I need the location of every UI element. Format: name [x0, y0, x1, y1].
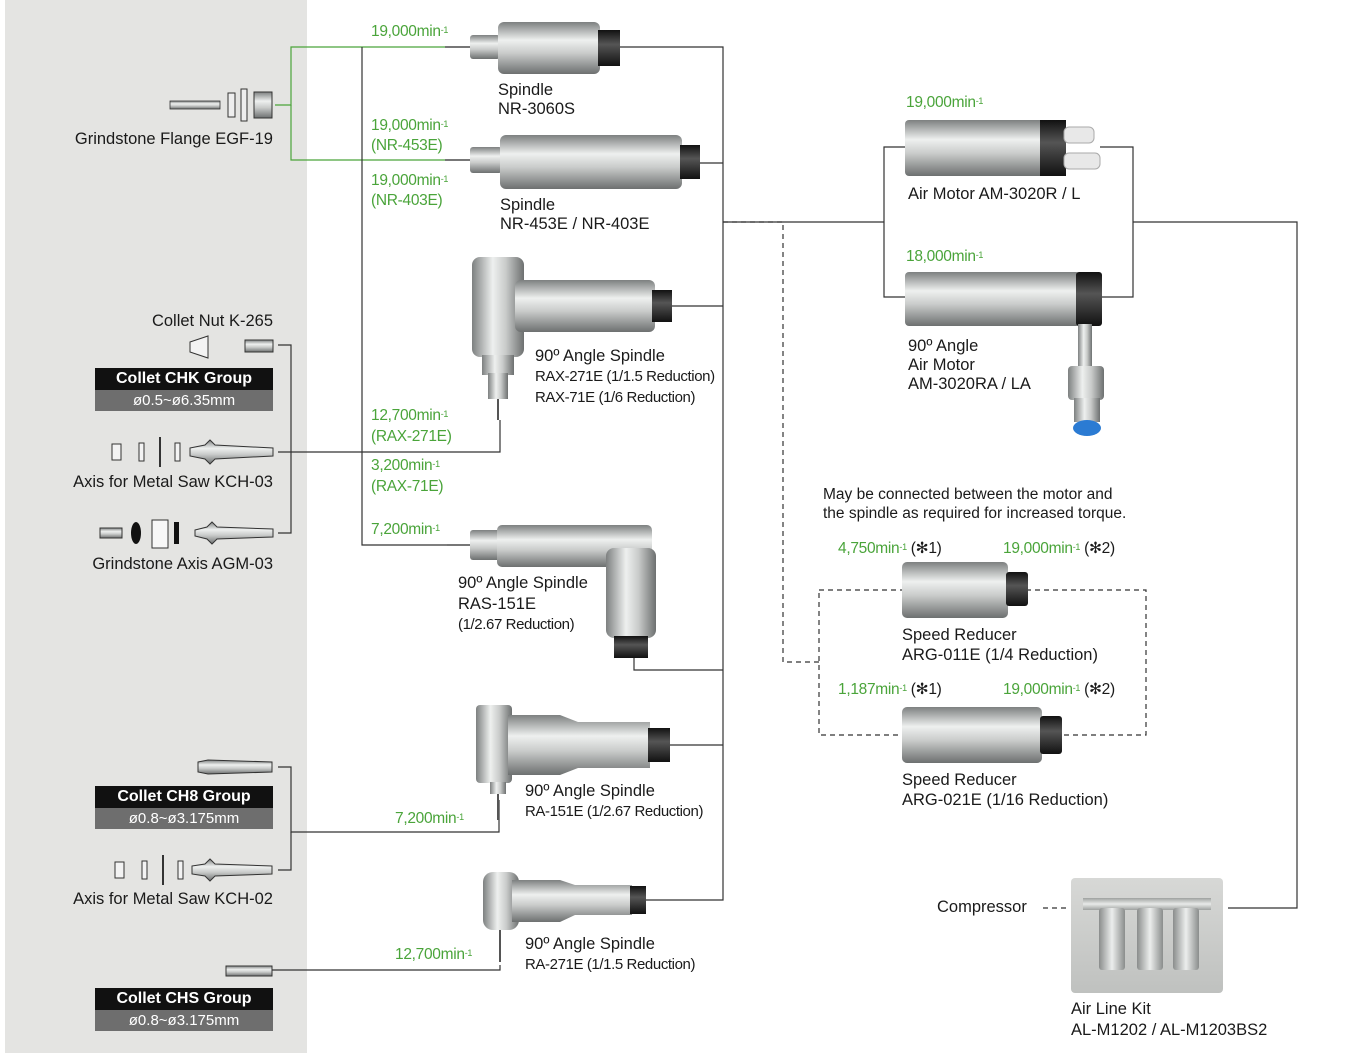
- am3020r-label: Air Motor AM-3020R / L: [908, 185, 1081, 203]
- chs-group-box: Collet CHS Group ø0.8~ø3.175mm: [95, 988, 273, 1031]
- chk-group-range: ø0.5~ø6.35mm: [95, 390, 273, 411]
- kch03-icon: [111, 437, 274, 467]
- speed-reducer-arg011e-image: [902, 562, 1028, 618]
- air-motor-am3020r-image: [905, 120, 1101, 176]
- nr453e-label-line2: NR-453E / NR-403E: [500, 215, 650, 233]
- agm03-icon: [99, 519, 274, 549]
- speed-am3020r: 19,000min-1: [906, 94, 984, 111]
- speed-ra271e: 12,700min-1: [395, 946, 473, 963]
- ra271-label-line1: 90º Angle Spindle: [525, 935, 655, 953]
- chk-group-box: Collet CHK Group ø0.5~ø6.35mm: [95, 368, 273, 411]
- ra271-label-line2: RA-271E (1/1.5 Reduction): [525, 956, 696, 973]
- ra151-label-line1: 90º Angle Spindle: [525, 782, 655, 800]
- ch8-group-range: ø0.8~ø3.175mm: [95, 808, 273, 829]
- collet-nut-label: Collet Nut K-265: [151, 312, 273, 330]
- spindle-rax-image: [472, 257, 672, 420]
- am3020ra-label-line3: AM-3020RA / LA: [908, 375, 1031, 393]
- kch02-label: Axis for Metal Saw KCH-02: [73, 890, 273, 908]
- rax-label-line1: 90º Angle Spindle: [535, 347, 665, 365]
- speed-nr403e-note: (NR-403E): [371, 192, 443, 209]
- nr3060s-label-line1: Spindle: [498, 81, 554, 99]
- spindle-ra151e-image: [476, 705, 670, 820]
- speed-ras151e: 7,200min-1: [371, 521, 440, 538]
- flange-connector: [275, 46, 445, 161]
- ras-label-line3: (1/2.67 Reduction): [458, 616, 575, 633]
- ras-label-line2: RAS-151E: [458, 595, 536, 613]
- spindle-nr3060s-image: [445, 22, 620, 74]
- speed-reducer-arg021e-image: [902, 707, 1062, 763]
- rax-label-line3: RAX-71E (1/6 Reduction): [535, 389, 696, 406]
- agm03-label: Grindstone Axis AGM-03: [92, 555, 273, 573]
- spindle-nr453e-image: [445, 135, 700, 189]
- spindle-ras-image: [447, 525, 656, 658]
- chk-group-title: Collet CHK Group: [95, 368, 273, 390]
- speed-rax71e-note: (RAX-71E): [371, 478, 444, 495]
- ras-label-line1: 90º Angle Spindle: [458, 574, 588, 592]
- am3020ra-label-line2: Air Motor: [908, 356, 975, 374]
- speed-arg021-input: 1,187min-1 (✻1): [838, 681, 942, 698]
- kch02-icon: [114, 855, 273, 885]
- rax-label-line2: RAX-271E (1/1.5 Reduction): [535, 368, 715, 385]
- ch8-group-box: Collet CH8 Group ø0.8~ø3.175mm: [95, 786, 273, 829]
- chs-collet-icon: [225, 965, 273, 977]
- ch8-group-title: Collet CH8 Group: [95, 786, 273, 808]
- speed-rax271e-note: (RAX-271E): [371, 428, 452, 445]
- nr453e-label-line1: Spindle: [500, 196, 556, 214]
- am3020ra-label-line1: 90º Angle: [908, 337, 979, 355]
- reducer-note-line1: May be connected between the motor and: [823, 486, 1113, 503]
- speed-am3020ra: 18,000min-1: [906, 248, 984, 265]
- connector-lines: [272, 46, 1298, 971]
- ra151-label-line2: RA-151E (1/2.67 Reduction): [525, 803, 704, 820]
- speed-nr453e-note: (NR-453E): [371, 137, 443, 154]
- speed-nr453e: 19,000min-1: [371, 117, 449, 134]
- kch03-label: Axis for Metal Saw KCH-03: [73, 473, 273, 491]
- nr3060s-label-line2: NR-3060S: [498, 100, 576, 118]
- chs-group-title: Collet CHS Group: [95, 988, 273, 1010]
- speed-arg021-output: 19,000min-1 (✻2): [1003, 681, 1115, 698]
- arg021-label-line2: ARG-021E (1/16 Reduction): [902, 791, 1109, 809]
- speed-nr3060s: 19,000min-1: [371, 23, 449, 40]
- arg011-label-line1: Speed Reducer: [902, 626, 1017, 644]
- air-line-kit-label-line1: Air Line Kit: [1071, 1000, 1151, 1018]
- reducer-note-line2: the spindle as required for increased to…: [823, 505, 1127, 522]
- speed-arg011-output: 19,000min-1 (✻2): [1003, 540, 1115, 557]
- arg011-label-line2: ARG-011E (1/4 Reduction): [902, 646, 1098, 664]
- arg021-label-line1: Speed Reducer: [902, 771, 1017, 789]
- speed-nr403e: 19,000min-1: [371, 172, 449, 189]
- air-line-kit-image: [1071, 878, 1223, 993]
- air-line-kit-label-line2: AL-M1202 / AL-M1203BS2: [1071, 1021, 1268, 1039]
- compressor-label: Compressor: [937, 898, 1027, 916]
- chs-group-range: ø0.8~ø3.175mm: [95, 1010, 273, 1031]
- air-motor-am3020ra-image: [905, 272, 1104, 436]
- speed-rax271e: 12,700min-1: [371, 407, 449, 424]
- flange-label: Grindstone Flange EGF-19: [74, 130, 273, 148]
- flange-icon: [169, 88, 273, 122]
- speed-ra151e: 7,200min-1: [395, 810, 464, 827]
- spindle-ra271e-image: [483, 872, 646, 962]
- ch8-collet-icon: [197, 759, 273, 775]
- speed-arg011-input: 4,750min-1 (✻1): [838, 540, 942, 557]
- diagram-area: [307, 0, 1343, 1053]
- speed-rax71e: 3,200min-1: [371, 457, 440, 474]
- collet-nut-icon: [189, 335, 274, 359]
